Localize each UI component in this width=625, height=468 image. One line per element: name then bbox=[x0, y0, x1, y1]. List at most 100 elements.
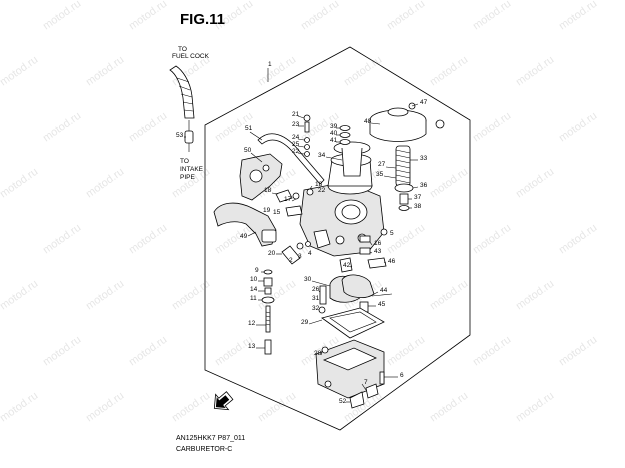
part-callout-45: 45 bbox=[378, 301, 386, 308]
part-callout-24: 24 bbox=[292, 134, 300, 141]
watermark-text: motod.ru bbox=[471, 110, 513, 145]
watermark-text: motod.ru bbox=[127, 334, 169, 369]
watermark-text: motod.ru bbox=[471, 334, 513, 369]
drain-parts bbox=[349, 371, 385, 409]
part-callout-5: 5 bbox=[390, 230, 394, 237]
part-callout-18: 18 bbox=[264, 187, 272, 194]
watermark-text: motod.ru bbox=[41, 334, 83, 369]
bolt-set-2-4 bbox=[281, 241, 311, 265]
part-callout-38: 38 bbox=[414, 203, 422, 210]
part-callout-48: 48 bbox=[364, 118, 372, 125]
watermark-text: motod.ru bbox=[0, 54, 40, 89]
watermark-text: motod.ru bbox=[428, 54, 470, 89]
svg-text:INTAKE: INTAKE bbox=[180, 166, 204, 173]
part-callout-22: 22 bbox=[318, 187, 326, 194]
part-callout-1: 1 bbox=[268, 61, 272, 68]
part-callout-27: 27 bbox=[378, 161, 386, 168]
part-callout-19: 19 bbox=[263, 207, 271, 214]
watermark-text: motod.ru bbox=[41, 110, 83, 145]
part-callout-28: 28 bbox=[314, 350, 322, 357]
part-callout-11: 11 bbox=[250, 295, 257, 302]
part-callout-6: 6 bbox=[400, 372, 404, 379]
vacuum-piston bbox=[333, 141, 371, 177]
jet-column bbox=[261, 269, 275, 355]
watermark-text: motod.ru bbox=[557, 222, 599, 257]
part-callout-40: 40 bbox=[330, 130, 338, 137]
part-callouts: 1535150212324252234394041484733273536373… bbox=[176, 61, 428, 405]
watermark-text: motod.ru bbox=[385, 222, 427, 257]
part-callout-50: 50 bbox=[244, 147, 252, 154]
part-callout-46: 46 bbox=[388, 258, 396, 265]
note-intake-pipe: TO INTAKE PIPE bbox=[180, 158, 204, 181]
part-callout-36: 36 bbox=[420, 182, 428, 189]
watermark-text: motod.ru bbox=[84, 166, 126, 201]
part-callout-16: 16 bbox=[374, 240, 382, 247]
part-callout-32: 32 bbox=[312, 305, 320, 312]
part-callout-3: 3 bbox=[298, 253, 302, 260]
watermark-text: motod.ru bbox=[514, 390, 556, 425]
part-callout-15: 15 bbox=[273, 209, 281, 216]
top-cap bbox=[369, 102, 445, 142]
part-callout-12: 12 bbox=[248, 320, 256, 327]
assembly-frame bbox=[204, 46, 471, 431]
watermark-text: motod.ru bbox=[471, 222, 513, 257]
part-callout-53: 53 bbox=[176, 132, 184, 139]
watermark-text: motod.ru bbox=[385, 334, 427, 369]
part-callout-7: 7 bbox=[364, 379, 368, 386]
part-callout-33: 33 bbox=[420, 155, 428, 162]
part-callout-39: 39 bbox=[330, 123, 338, 130]
watermark-text: motod.ru bbox=[256, 390, 298, 425]
part-callout-43: 43 bbox=[374, 248, 382, 255]
part-callout-25: 25 bbox=[292, 141, 300, 148]
part-callout-30: 30 bbox=[304, 276, 312, 283]
part-callout-37: 37 bbox=[414, 194, 422, 201]
watermark-text: motod.ru bbox=[170, 390, 212, 425]
watermark-text: motod.ru bbox=[428, 278, 470, 313]
watermark-text: motod.ru bbox=[0, 390, 40, 425]
screw-set-left bbox=[303, 114, 311, 157]
watermark-text: motod.ru bbox=[256, 278, 298, 313]
intake-nipple bbox=[184, 130, 194, 144]
part-callout-22: 22 bbox=[292, 148, 300, 155]
part-callout-47: 47 bbox=[420, 99, 428, 106]
svg-text:TO: TO bbox=[178, 46, 187, 53]
watermark-text: motod.ru bbox=[428, 166, 470, 201]
watermark-text: motod.ru bbox=[342, 54, 384, 89]
part-callout-21: 21 bbox=[292, 111, 300, 118]
watermark-text: motod.ru bbox=[213, 334, 255, 369]
part-callout-4: 4 bbox=[308, 250, 312, 257]
watermark-text: motod.ru bbox=[84, 278, 126, 313]
part-callout-44: 44 bbox=[380, 287, 388, 294]
watermark-text: motod.ru bbox=[514, 166, 556, 201]
watermark-text: motod.ru bbox=[127, 222, 169, 257]
watermark-text: motod.ru bbox=[471, 0, 513, 32]
watermark-text: motod.ru bbox=[557, 0, 599, 32]
watermark-text: motod.ru bbox=[127, 110, 169, 145]
watermark-text: motod.ru bbox=[557, 334, 599, 369]
part-callout-42: 42 bbox=[343, 262, 351, 269]
part-callout-2: 2 bbox=[289, 257, 293, 264]
svg-text:PIPE: PIPE bbox=[180, 174, 195, 181]
watermark-text: motod.ru bbox=[170, 278, 212, 313]
watermark-text: motod.ru bbox=[514, 54, 556, 89]
part-callout-26: 26 bbox=[312, 286, 320, 293]
part-callout-35: 35 bbox=[376, 171, 384, 178]
part-callout-10: 10 bbox=[250, 276, 258, 283]
watermark-text: motod.ru bbox=[127, 0, 169, 32]
part-callout-13: 13 bbox=[248, 343, 256, 350]
watermark-text: motod.ru bbox=[84, 54, 126, 89]
jet-needle-set bbox=[339, 125, 351, 145]
figure-title: FIG.11 bbox=[180, 11, 225, 28]
part-callout-14: 14 bbox=[250, 286, 258, 293]
watermark-text: motod.ru bbox=[0, 278, 40, 313]
front-direction-arrow-icon bbox=[213, 391, 234, 411]
leader-lines bbox=[184, 103, 419, 403]
note-fuel-cock: TO FUEL COCK bbox=[172, 46, 210, 60]
part-callout-41: 41 bbox=[330, 137, 338, 144]
slide-spring bbox=[395, 145, 411, 187]
watermark-text: motod.ru bbox=[41, 222, 83, 257]
part-callout-20: 20 bbox=[268, 250, 276, 257]
part-callout-49: 49 bbox=[240, 233, 248, 240]
part-callout-29: 29 bbox=[301, 319, 309, 326]
watermark-text: motod.ru bbox=[514, 278, 556, 313]
